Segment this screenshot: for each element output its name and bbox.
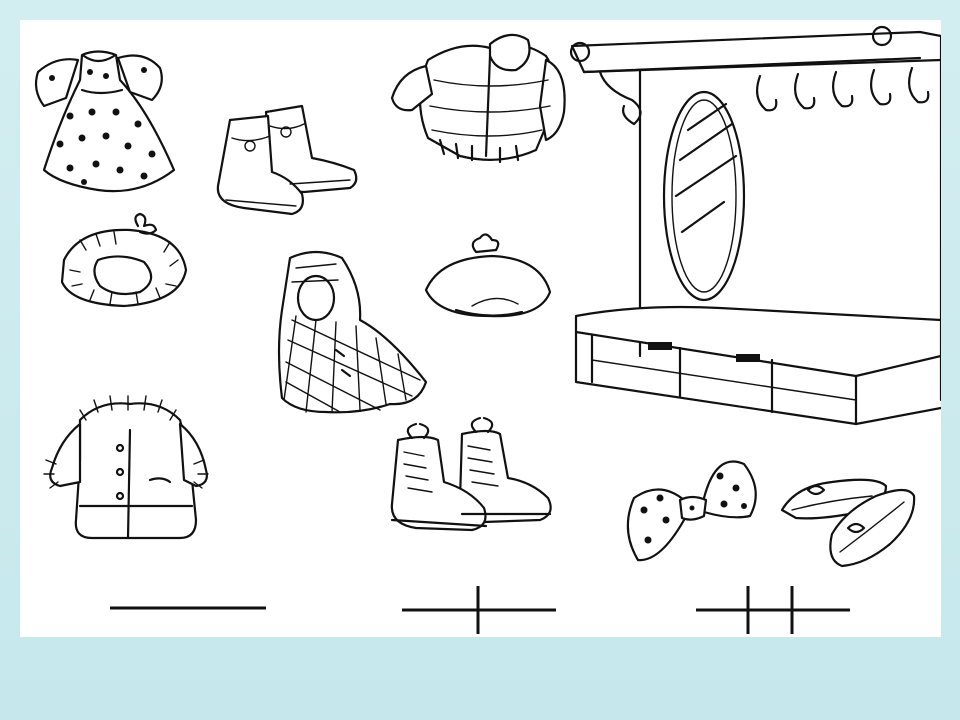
polka-dot-dress-icon [34, 50, 176, 193]
hooded-cape-icon [277, 250, 428, 414]
winter-boots-icon [216, 104, 358, 216]
lace-up-boots-icon [390, 416, 552, 532]
fur-coat-icon [43, 395, 209, 540]
answer-slot-3[interactable] [696, 586, 850, 634]
coat-rack-mirror-bench-icon [569, 25, 941, 426]
worksheet-sheet [20, 20, 941, 637]
slippers-icon [780, 478, 916, 568]
fur-hat-icon [60, 212, 188, 308]
beret-icon [424, 233, 552, 318]
worksheet-drawing [34, 25, 941, 634]
bow-tie-icon [626, 460, 757, 562]
answer-slot-2[interactable] [402, 586, 556, 634]
puffer-jacket-icon [390, 33, 566, 164]
